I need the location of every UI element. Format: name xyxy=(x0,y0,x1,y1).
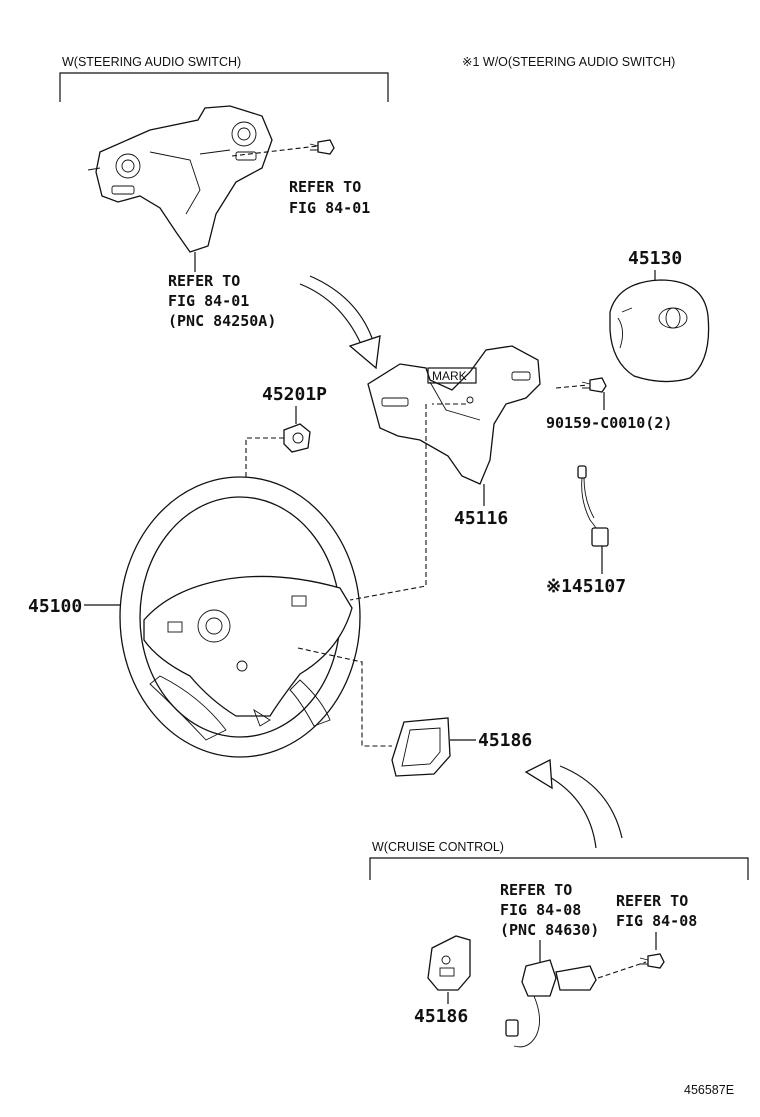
header-steering-audio-switch: W(STEERING AUDIO SWITCH) xyxy=(62,55,241,69)
ref-fig-84-08-pnc-line2: FIG 84-08 xyxy=(500,901,581,919)
mark-label: MARK xyxy=(432,369,467,383)
ref-fig-84-08-screw-line1: REFER TO xyxy=(616,892,688,910)
bracket-audio-switch xyxy=(59,72,389,102)
lower-cover-45116 xyxy=(367,345,541,485)
label-45107: ※145107 xyxy=(546,576,626,597)
wire-harness-45107 xyxy=(577,465,609,547)
label-90159: 90159-C0010(2) xyxy=(546,414,672,432)
label-45130: 45130 xyxy=(628,248,682,269)
ref-fig-84-08-pnc-line1: REFER TO xyxy=(500,881,572,899)
mark-box xyxy=(427,367,477,384)
leader-45116-to-wheel-a xyxy=(349,404,427,601)
screw-top-icon xyxy=(309,139,335,155)
ref-fig-84-01-screw-line1: REFER TO xyxy=(289,178,361,196)
screw-90159-icon xyxy=(581,377,607,393)
cover-45186-cruise xyxy=(427,935,471,991)
cover-45186-main xyxy=(391,717,451,777)
ref-fig-84-01-pnc-line3: (PNC 84250A) xyxy=(168,312,276,330)
leader-nut-to-wheel xyxy=(245,437,284,606)
steering-wheel-45100 xyxy=(119,476,361,758)
leader-wheel-to-45186 xyxy=(297,647,392,747)
header-without-audio-switch: ※1 W/O(STEERING AUDIO SWITCH) xyxy=(462,55,675,69)
leader-screw-top xyxy=(231,145,319,157)
label-45100: 45100 xyxy=(28,596,82,617)
label-45186-main: 45186 xyxy=(478,730,532,751)
ref-fig-84-08-screw-line2: FIG 84-08 xyxy=(616,912,697,930)
nut-45201P-icon xyxy=(283,423,311,453)
ref-fig-84-01-pnc-line2: FIG 84-01 xyxy=(168,292,249,310)
label-45116: 45116 xyxy=(454,508,508,529)
cruise-screw-icon xyxy=(639,953,665,969)
cruise-control-switch xyxy=(505,959,597,1048)
leader-screw-90159 xyxy=(555,384,589,389)
curved-arrow-top xyxy=(299,275,381,370)
ref-fig-84-08-pnc-line3: (PNC 84630) xyxy=(500,921,599,939)
curved-arrow-bottom xyxy=(524,758,623,849)
leader-cruise-screw-dash xyxy=(597,961,647,979)
label-45186-cruise: 45186 xyxy=(414,1006,468,1027)
bracket-cruise-control xyxy=(369,857,749,880)
header-cruise-control: W(CRUISE CONTROL) xyxy=(372,840,504,854)
diagram-id: 456587E xyxy=(684,1083,734,1097)
steering-audio-switch-pad xyxy=(87,105,273,253)
label-45201P: 45201P xyxy=(262,384,327,405)
ref-fig-84-01-screw-line2: FIG 84-01 xyxy=(289,199,370,217)
ref-fig-84-01-pnc-line1: REFER TO xyxy=(168,272,240,290)
airbag-assembly xyxy=(609,279,710,383)
